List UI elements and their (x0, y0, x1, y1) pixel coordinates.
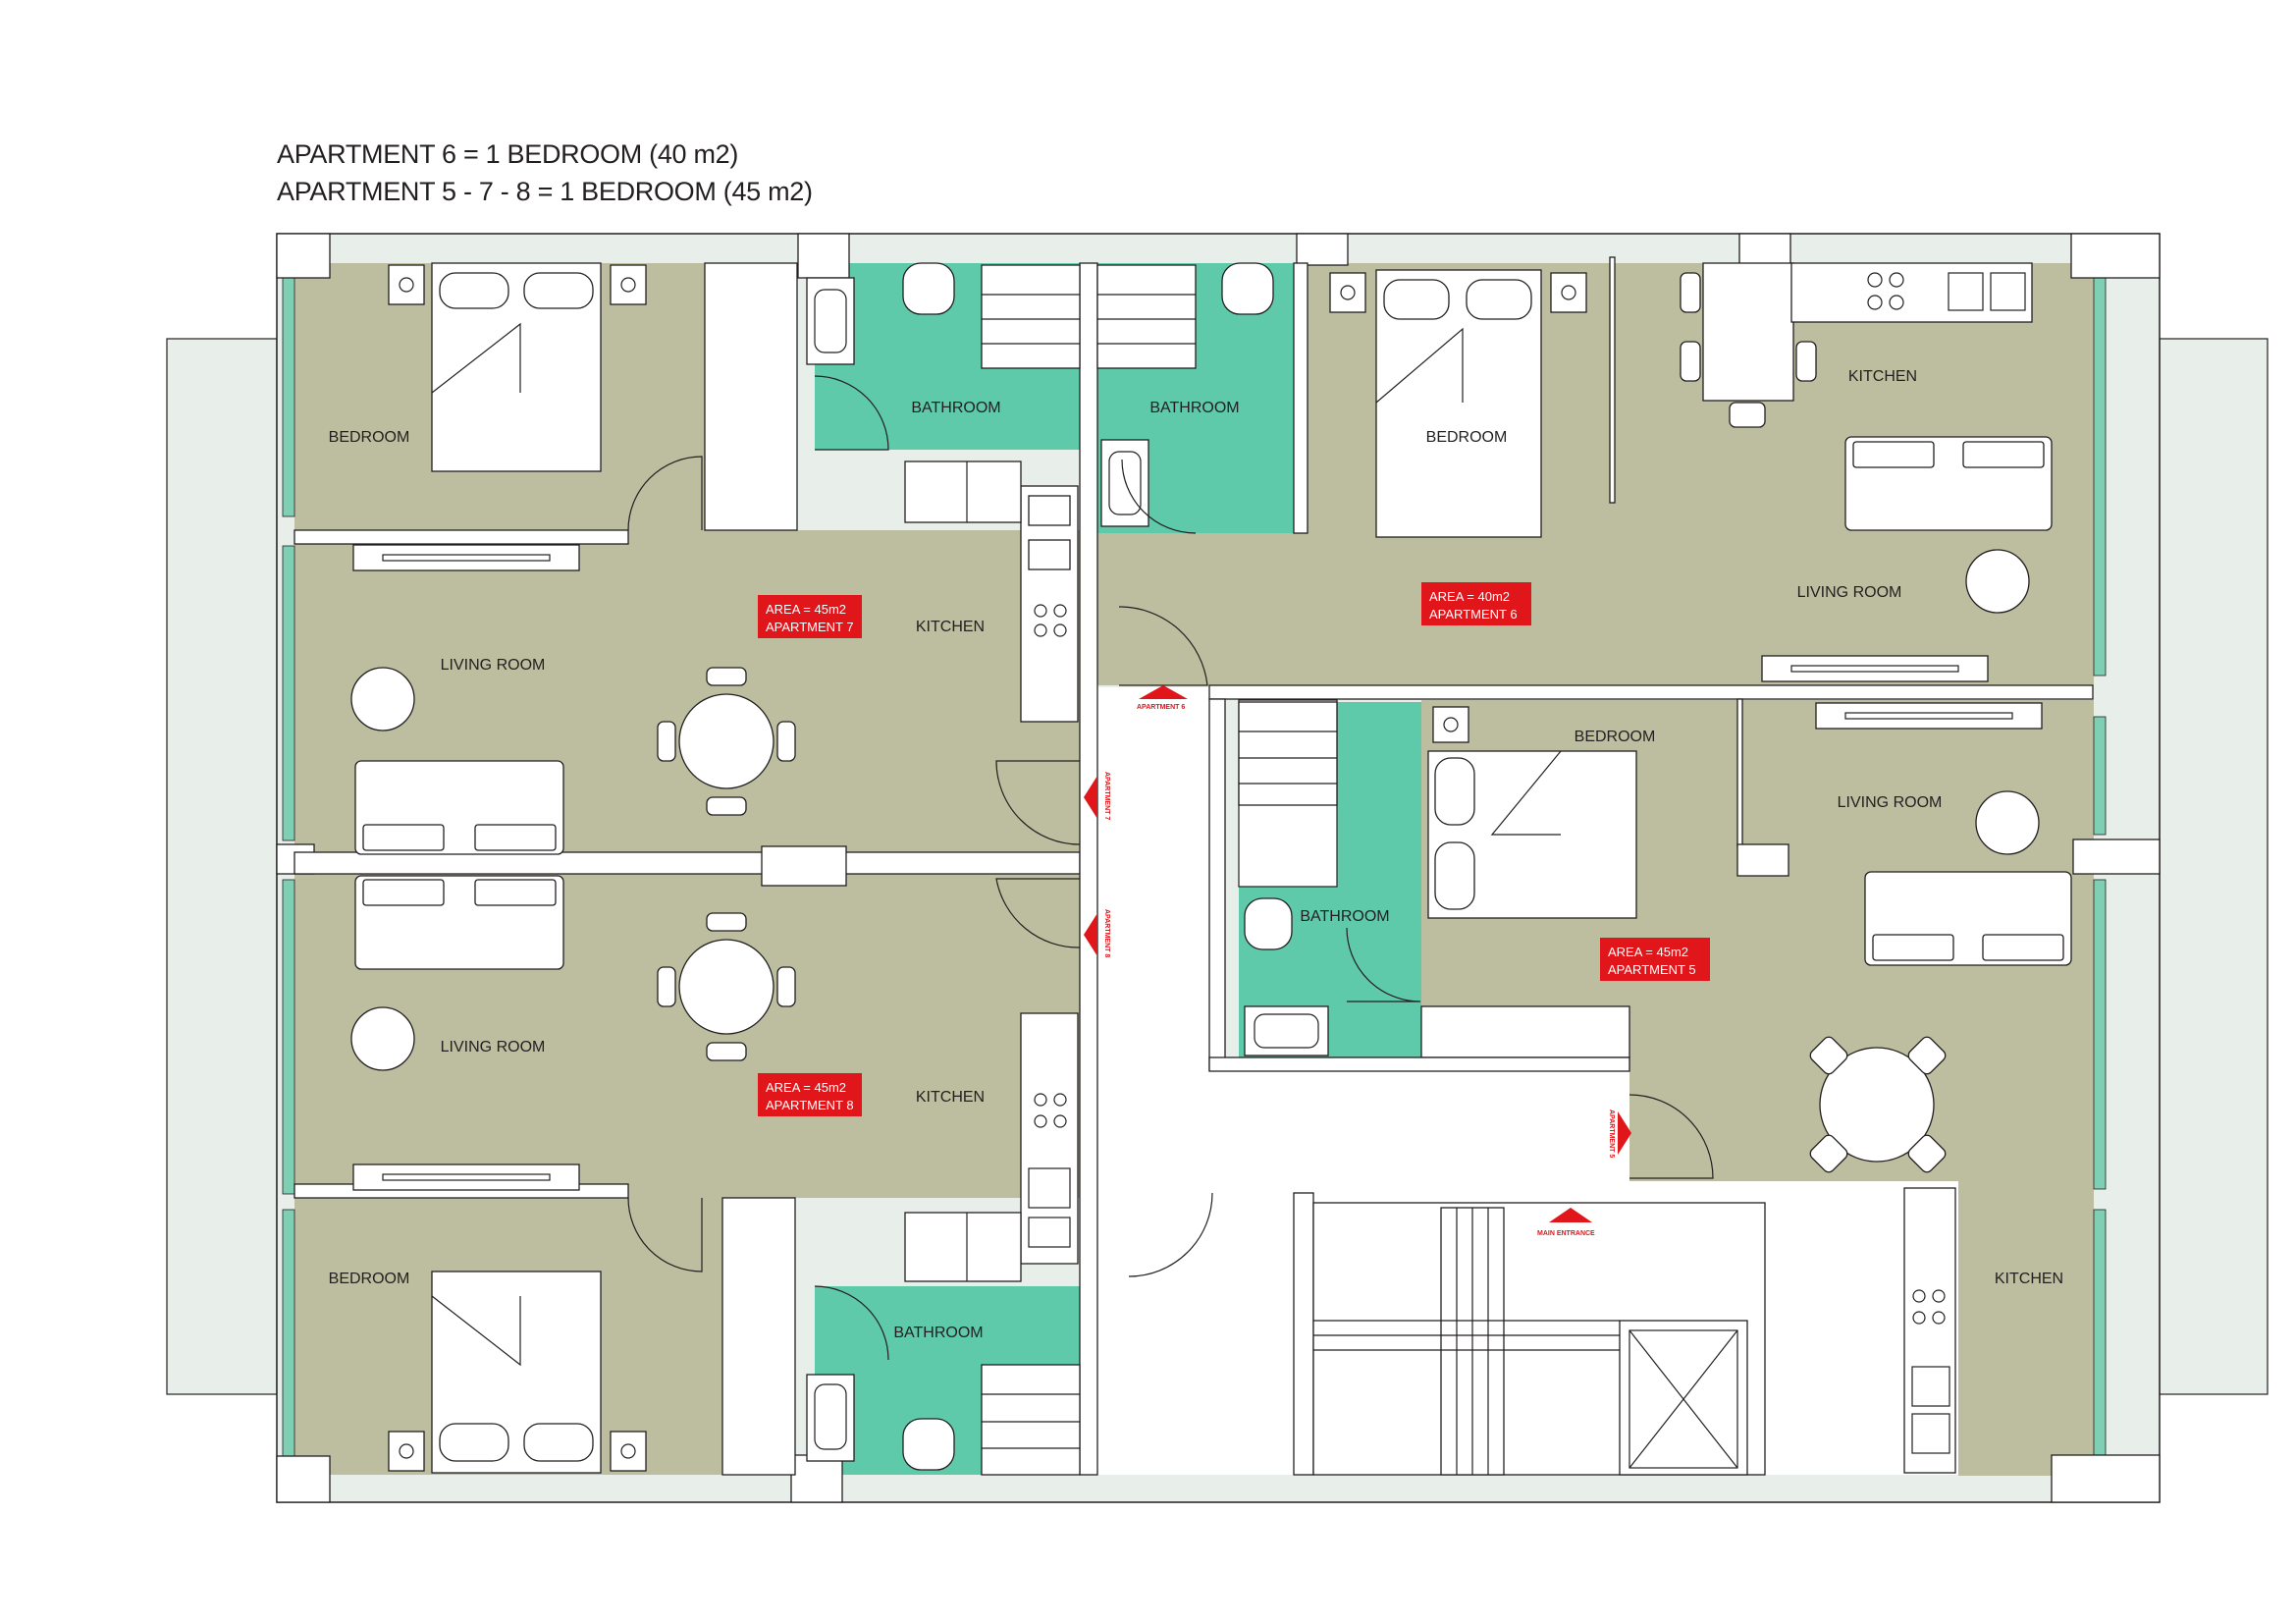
lift-shaft (1619, 1320, 1748, 1476)
wall-apt5-partition-box (1736, 843, 1789, 877)
windows (282, 277, 2107, 1468)
label-apt5-kitchen: KITCHEN (1995, 1271, 2063, 1287)
wall-lobby-top (1208, 1056, 1630, 1072)
tag-apt6-area: AREA = 40m2 (1429, 589, 1510, 604)
walls (276, 233, 2161, 1503)
doors (627, 375, 1714, 1361)
label-apt7-kitchen: KITCHEN (916, 619, 985, 635)
tag-apt8-name: APARTMENT 8 (766, 1098, 854, 1112)
column-e-mid (2072, 839, 2161, 875)
room-labels: BEDROOM BATHROOM KITCHEN LIVING ROOM BAT… (329, 368, 2063, 1341)
column-n-1 (797, 233, 850, 279)
column-n-2 (1296, 233, 1349, 266)
label-apt5-bathroom: BATHROOM (1300, 908, 1389, 925)
label-apt7-living: LIVING ROOM (441, 657, 546, 674)
window-west-3 (282, 879, 295, 1195)
entrance-arrow-apt8 (1084, 913, 1097, 956)
window-west-4 (282, 1209, 295, 1468)
tag-apt5-area: AREA = 45m2 (1608, 945, 1688, 959)
entrance-label-main: MAIN ENTRANCE (1537, 1230, 1595, 1237)
lobby-stairs (1312, 1202, 1766, 1476)
chimney-block (761, 845, 847, 887)
label-apt8-bathroom: BATHROOM (893, 1325, 983, 1341)
label-apt5-bedroom: BEDROOM (1575, 729, 1656, 745)
bathroom-fixtures (806, 262, 1329, 1471)
tag-apartment-6: AREA = 40m2 APARTMENT 6 (1421, 582, 1531, 625)
tag-apt7-area: AREA = 45m2 (766, 602, 846, 617)
wall-apt6-bed-west (1293, 262, 1308, 534)
column-s-1 (790, 1454, 843, 1503)
living-furniture (350, 262, 2072, 1191)
wall-apt5-south (1420, 1005, 1630, 1058)
floor-apt5-kitchen-strip (1958, 1181, 2094, 1476)
window-west-1 (282, 277, 295, 517)
column-ne (2070, 233, 2161, 279)
label-apt7-bedroom: BEDROOM (329, 429, 410, 446)
entrance-arrow-main (1549, 1208, 1592, 1222)
label-apt6-bedroom: BEDROOM (1426, 429, 1508, 446)
wall-apt6-south (1208, 684, 2094, 700)
label-apt8-bedroom: BEDROOM (329, 1271, 410, 1287)
entrance-arrow-apt7 (1084, 776, 1097, 819)
tag-apartment-8: AREA = 45m2 APARTMENT 8 (758, 1073, 862, 1116)
tag-apt6-name: APARTMENT 6 (1429, 607, 1518, 622)
label-apt6-bathroom: BATHROOM (1149, 400, 1239, 416)
entrance-arrow-apt5 (1618, 1111, 1631, 1155)
label-apt8-kitchen: KITCHEN (916, 1089, 985, 1106)
service-stairs (981, 264, 1338, 1476)
entrance-arrow-apt6 (1139, 685, 1188, 699)
window-east-4 (2093, 1209, 2107, 1468)
wall-wardrobe-7 (704, 262, 798, 531)
label-apt8-living: LIVING ROOM (441, 1039, 546, 1056)
window-east-3 (2093, 879, 2107, 1190)
label-apt5-living: LIVING ROOM (1838, 794, 1943, 811)
tag-apt8-area: AREA = 45m2 (766, 1080, 846, 1095)
tag-apt5-name: APARTMENT 5 (1608, 962, 1696, 977)
beds (388, 262, 1637, 1474)
column-sw (276, 1455, 331, 1503)
window-east-2 (2093, 716, 2107, 836)
label-apt6-kitchen: KITCHEN (1848, 368, 1917, 385)
column-nw (276, 233, 331, 279)
entrance-label-apt5: APARTMENT 5 (1608, 1110, 1615, 1158)
wall-wardrobe-8 (721, 1197, 796, 1476)
entrance-label-apt6: APARTMENT 6 (1137, 704, 1185, 711)
label-apt6-living: LIVING ROOM (1797, 584, 1902, 601)
terrace-west (166, 338, 278, 1395)
wall-corridor-v1 (1079, 262, 1098, 1476)
wall-apt6-partition (1609, 256, 1616, 504)
wall-apt7-bed-south (294, 529, 629, 545)
column-n-3 (1738, 233, 1791, 269)
wall-lobby-column (1293, 1192, 1314, 1476)
column-se (2051, 1454, 2161, 1503)
tag-apt7-name: APARTMENT 7 (766, 620, 854, 634)
area-tags: AREA = 45m2 APARTMENT 7 AREA = 40m2 APAR… (758, 582, 1710, 1116)
entrance-label-apt8: APARTMENT 8 (1103, 909, 1110, 957)
wall-mid-horizontal (294, 851, 1081, 875)
tag-apartment-5: AREA = 45m2 APARTMENT 5 (1600, 938, 1710, 981)
kitchen-units (904, 262, 2033, 1474)
label-apt7-bathroom: BATHROOM (911, 400, 1000, 416)
entrance-label-apt7: APARTMENT 7 (1103, 772, 1110, 820)
header-line-1: APARTMENT 6 = 1 BEDROOM (40 m2) (277, 139, 739, 169)
plan-header: APARTMENT 6 = 1 BEDROOM (40 m2) APARTMEN… (277, 135, 813, 210)
terrace-east (2159, 338, 2269, 1395)
wall-corridor-v2 (1208, 698, 1226, 1071)
window-west-2 (282, 545, 295, 841)
wall-apt5-partition (1736, 698, 1743, 847)
header-line-2: APARTMENT 5 - 7 - 8 = 1 BEDROOM (45 m2) (277, 177, 813, 206)
tag-apartment-7: AREA = 45m2 APARTMENT 7 (758, 595, 862, 638)
window-east-1 (2093, 277, 2107, 677)
entrance-markers: APARTMENT 6 APARTMENT 7 APARTMENT 8 APAR… (1084, 685, 1631, 1237)
